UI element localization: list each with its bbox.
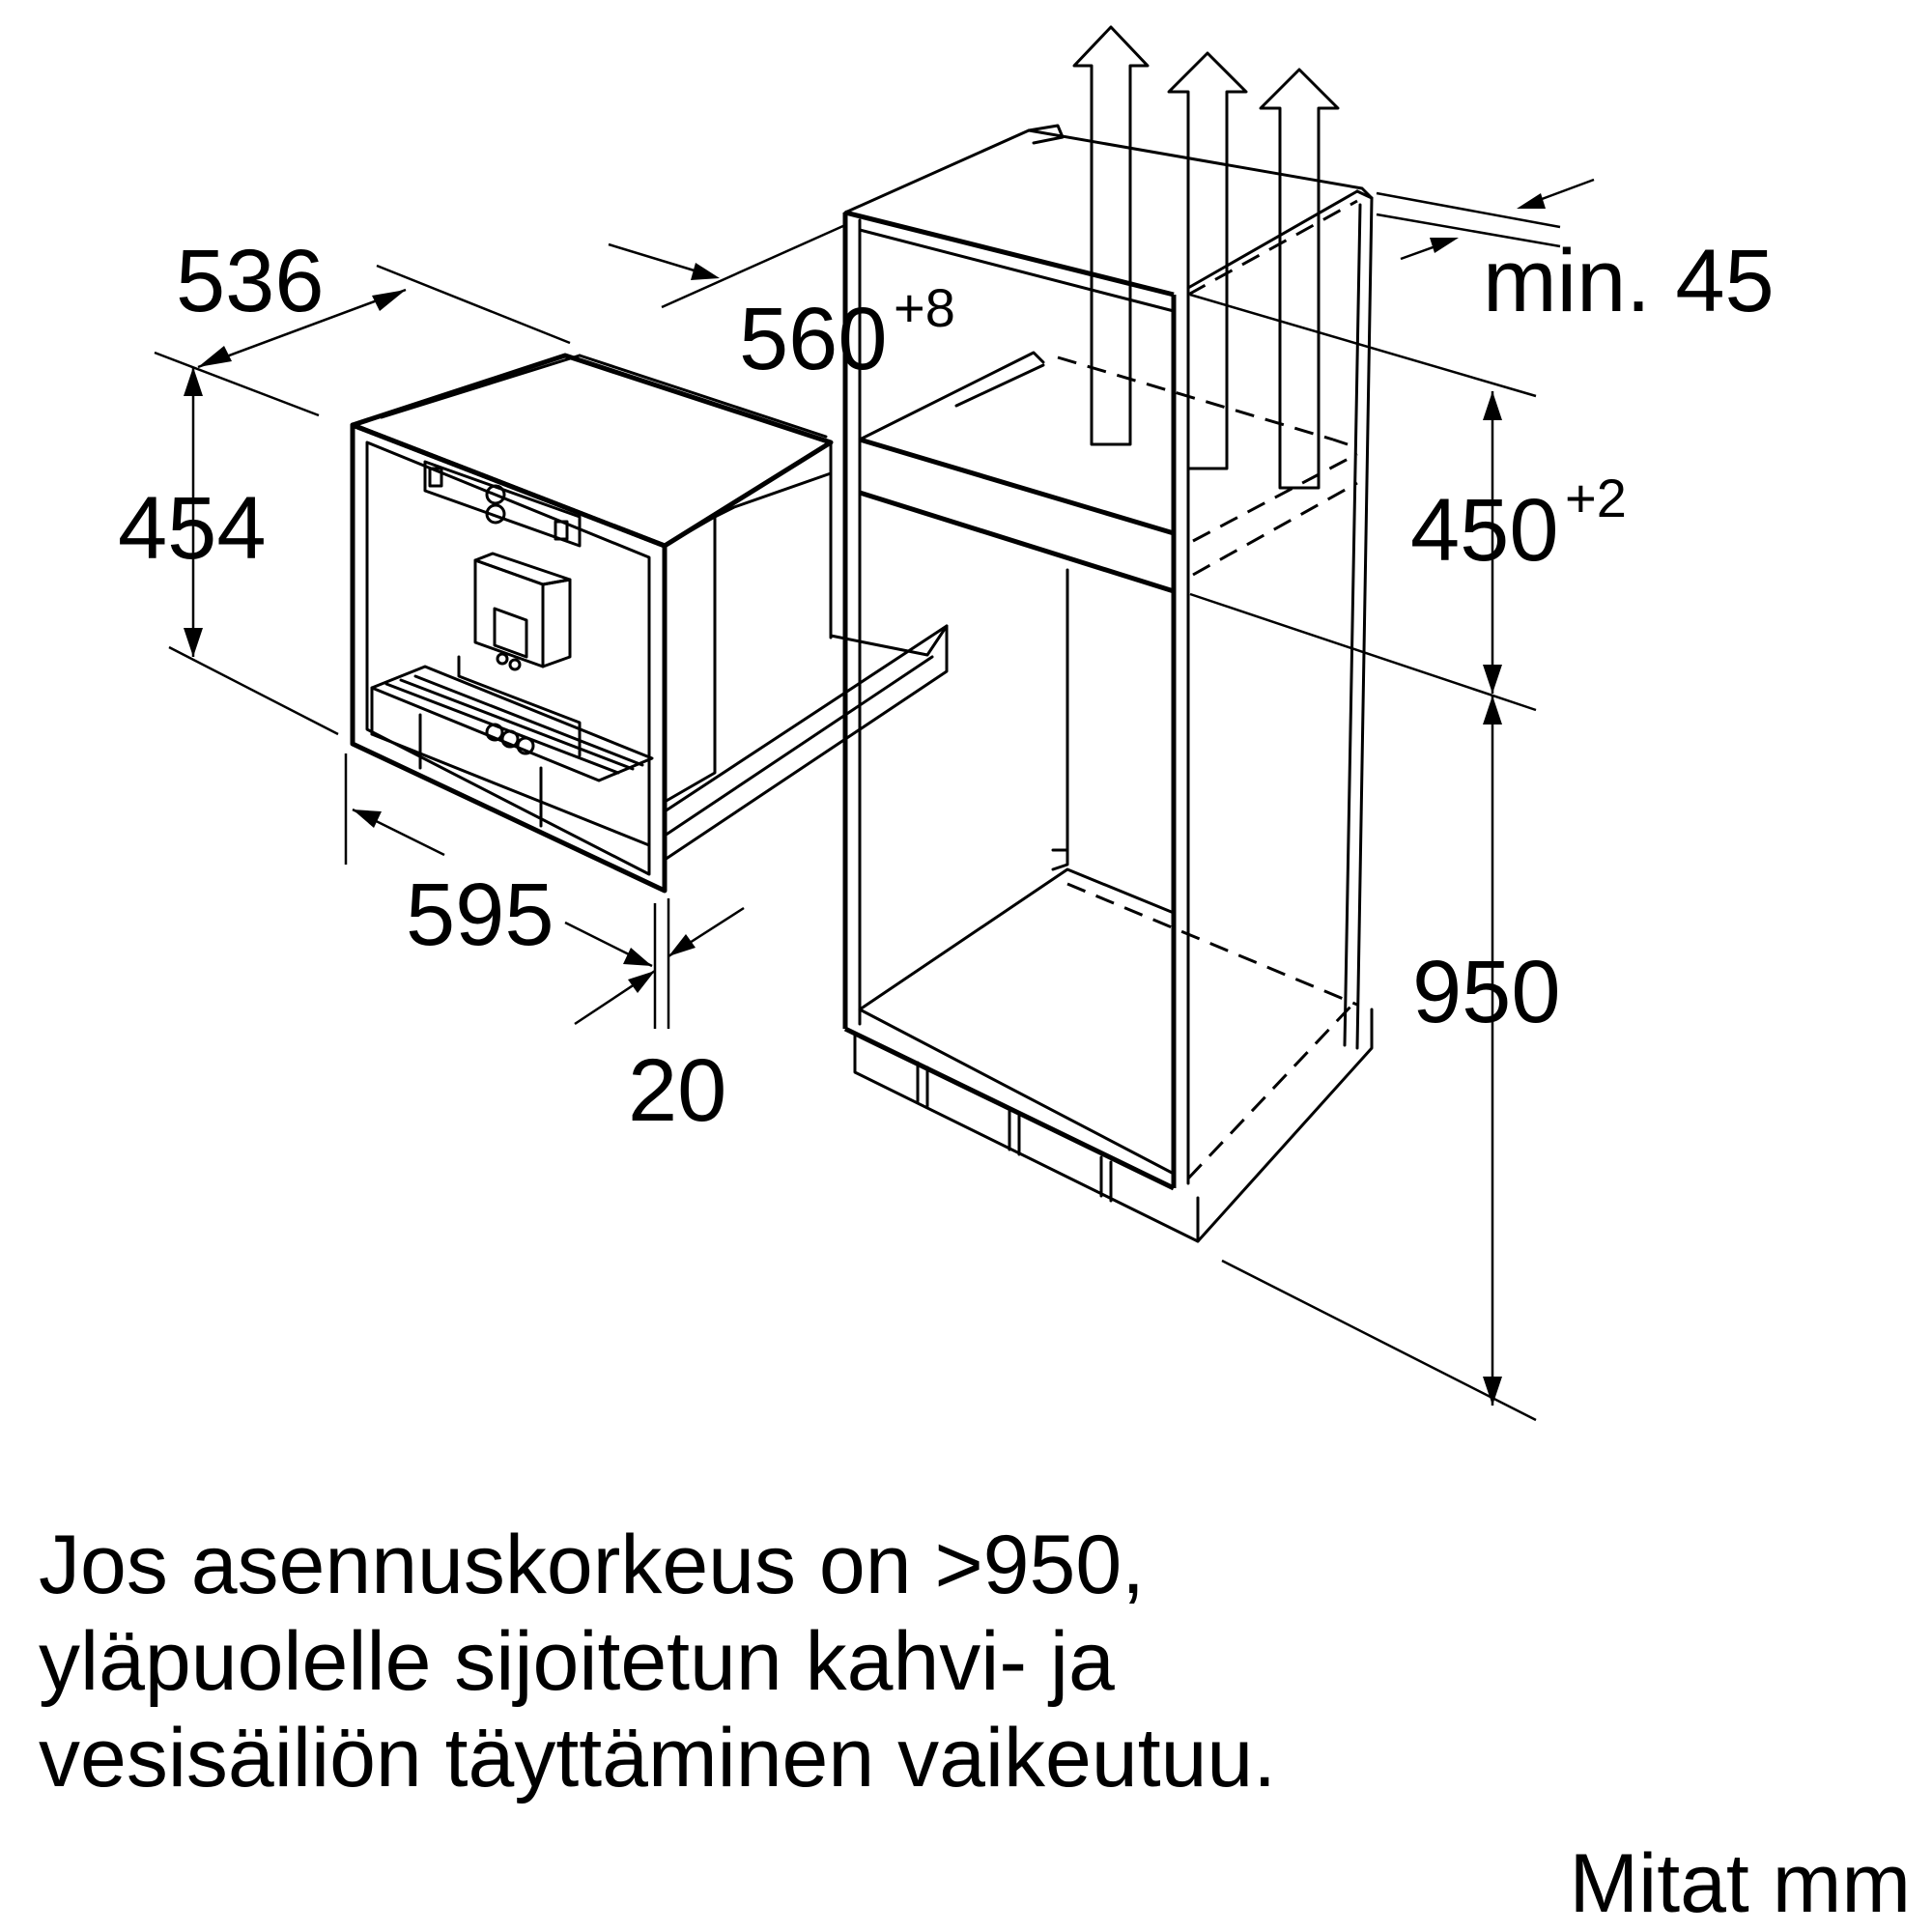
dim-label-454: 454	[118, 479, 267, 578]
dim-label-536: 536	[176, 232, 325, 330]
dim-label-950: 950	[1412, 943, 1561, 1041]
note-line: yläpuolelle sijoitetun kahvi- ja	[39, 1615, 1115, 1708]
dim-label-560: 560	[739, 290, 888, 388]
ventilation-arrows	[1072, 25, 1340, 490]
arrow-up-icon	[1167, 51, 1248, 470]
dim-label-560-tolerance: +8	[894, 277, 955, 338]
dim-label-450-tolerance: +2	[1565, 468, 1627, 528]
installation-note: Jos asennuskorkeus on >950, yläpuolelle …	[39, 1517, 1874, 1806]
arrow-up-icon	[1072, 25, 1150, 446]
dim-label-min-45: min. 45	[1483, 232, 1775, 330]
dim-label-450: 450	[1410, 481, 1559, 580]
cabinet	[842, 124, 1374, 1243]
arrow-up-icon	[1259, 68, 1340, 490]
dim-label-595: 595	[406, 866, 554, 964]
dimension-lines	[154, 178, 1595, 1422]
coffee-machine	[350, 353, 949, 894]
note-line: vesisäiliön täyttäminen vaikeutuu.	[39, 1712, 1277, 1804]
note-line: Jos asennuskorkeus on >950,	[39, 1519, 1146, 1611]
units-label: Mitat mm	[1569, 1837, 1911, 1930]
dim-label-20: 20	[628, 1041, 726, 1140]
